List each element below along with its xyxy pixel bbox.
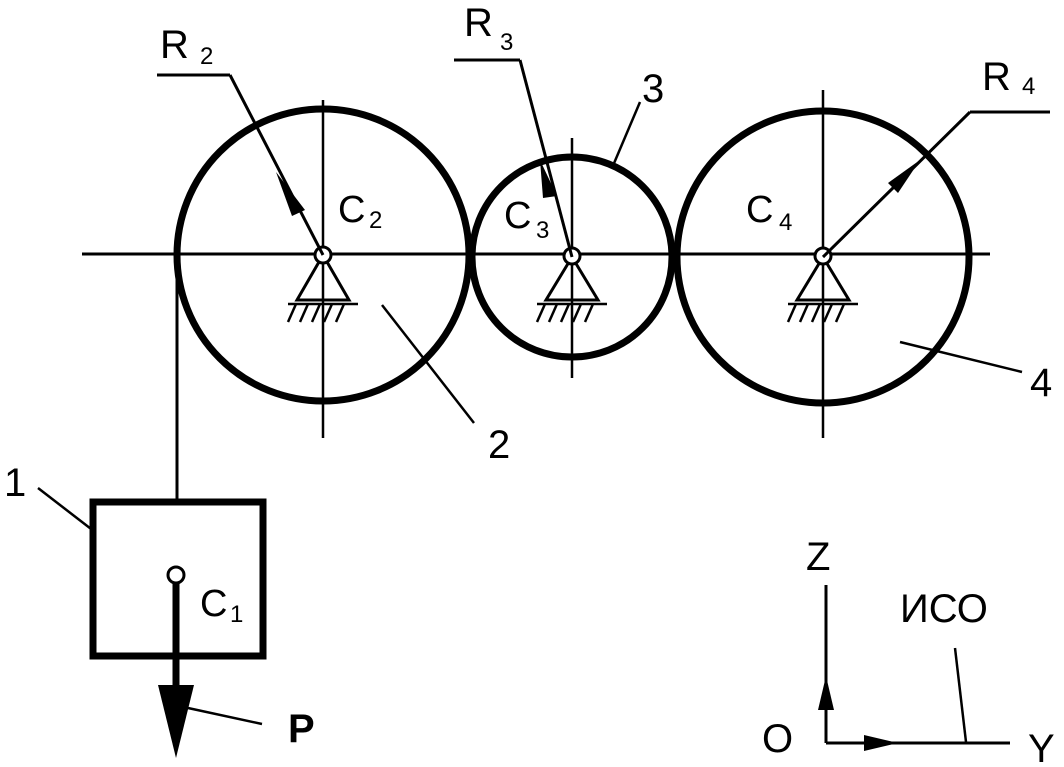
- leader-2: [381, 304, 475, 424]
- label-c3-sub: 3: [536, 217, 549, 244]
- radius-r2-arrow: [157, 73, 325, 256]
- label-r2: R: [160, 23, 189, 67]
- center-c1-point: [166, 565, 186, 585]
- label-body-1: 1: [4, 461, 26, 505]
- label-origin: O: [762, 717, 793, 761]
- label-body-3: 3: [642, 67, 664, 111]
- label-r2-sub: 2: [200, 43, 213, 70]
- support-wheel-3: [535, 246, 607, 323]
- label-body-2: 2: [488, 423, 510, 467]
- label-axis-z: Z: [806, 535, 830, 579]
- label-c1-sub: 1: [230, 601, 243, 628]
- label-r3-sub: 3: [500, 29, 513, 56]
- label-c4: C: [746, 189, 773, 231]
- label-reference-frame: ИСО: [900, 587, 988, 631]
- leader-4: [899, 340, 1023, 374]
- leader-frame: [953, 647, 968, 743]
- label-c2-sub: 2: [369, 207, 382, 234]
- label-r4-sub: 4: [1022, 73, 1035, 100]
- support-wheel-4: [786, 246, 858, 323]
- wheel-4: [673, 107, 973, 407]
- radius-r3-arrow: [454, 58, 574, 258]
- leader-p: [187, 706, 263, 726]
- radius-r4-arrow: [821, 110, 1050, 259]
- label-c3: C: [504, 195, 531, 237]
- coordinate-axes: [818, 585, 1010, 751]
- wheel-3: [468, 153, 676, 361]
- label-r4: R: [982, 55, 1011, 99]
- label-body-4: 4: [1030, 361, 1052, 405]
- label-c1: C: [200, 583, 227, 625]
- label-c4-sub: 4: [779, 209, 792, 236]
- label-r3: R: [464, 1, 493, 45]
- force-p-arrow: [158, 583, 194, 758]
- support-wheel-2: [286, 245, 358, 323]
- label-axis-y: Y: [1028, 727, 1055, 767]
- leader-1: [37, 487, 96, 533]
- leader-3: [610, 101, 642, 169]
- label-c2: C: [338, 189, 365, 231]
- label-force-p: P: [288, 707, 315, 751]
